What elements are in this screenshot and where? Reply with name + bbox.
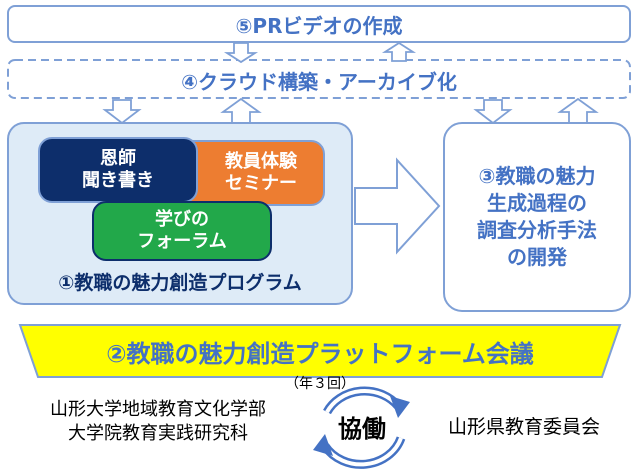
cloud-archive-label: ④クラウド構築・アーカイブ化 [181,70,457,94]
arrow-down-to-program [102,99,142,125]
collaboration-label: 協働 [338,415,386,443]
arrow-program-to-research [354,157,441,255]
pr-video-box [7,5,631,43]
program-label: ①教職の魅力創造プログラム [58,272,302,294]
university-party: 山形大学地域教育文化学部 大学院教育実践研究科 [50,399,266,444]
research-label: ③教職の魅力 生成過程の 調査分析手法 の開発 [477,164,597,269]
board-of-education-party: 山形県教育委員会 [447,416,600,438]
platform-frequency: （年３回） [285,376,355,392]
teacher-experience-seminar: 教員体験 セミナー [179,140,325,206]
arrow-down-to-research [473,99,513,125]
mentor-interview: 恩師 聞き書き [38,137,198,203]
cycle-arrows-inner [323,389,403,467]
cycle-arrowhead-right [390,396,410,418]
learning-forum: 学びの フォーラム [92,201,272,261]
arrow-down-to-cloud [223,42,259,64]
arrow-up-to-video [381,41,417,62]
cloud-archive-box [7,59,631,99]
arrow-up-to-cloud-left [220,97,262,124]
platform-band-shape [18,324,622,378]
research-panel [443,122,631,312]
cycle-arrowhead-left [313,434,333,456]
arrow-up-to-cloud-right [557,97,599,124]
pr-video-label: ⑤PRビデオの作成 [235,14,403,38]
platform-label: ②教職の魅力創造プラットフォーム会議 [106,340,534,368]
